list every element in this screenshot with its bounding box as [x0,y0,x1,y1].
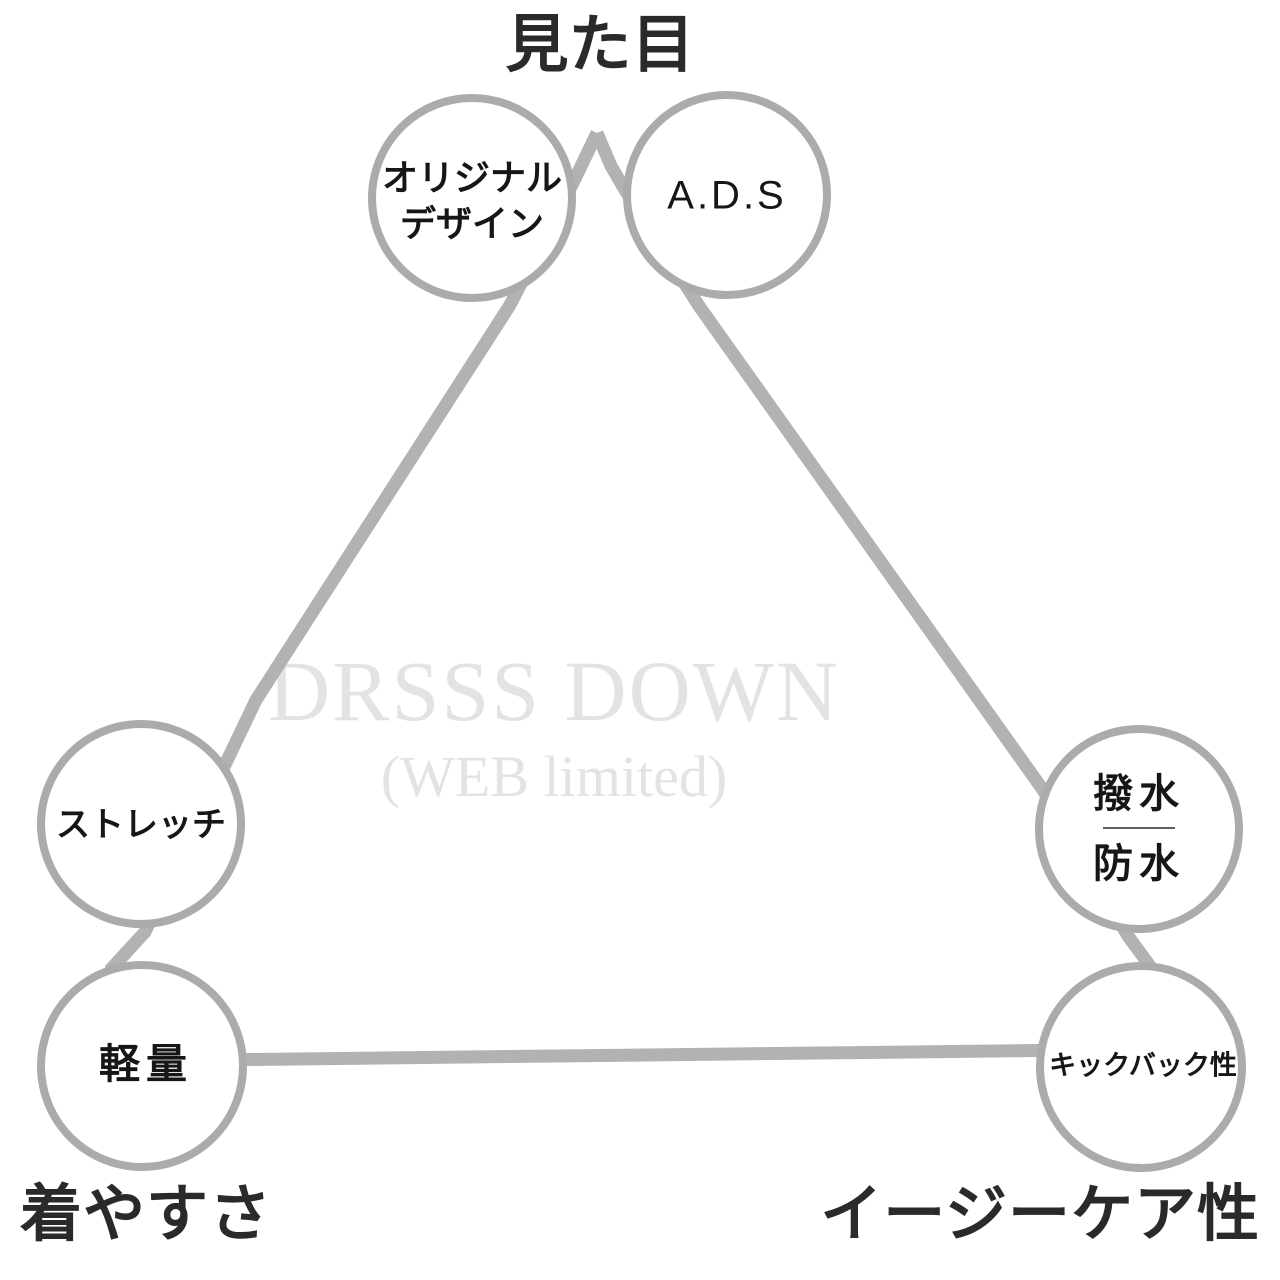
watermark: DRSSS DOWN (WEB limited) [268,648,840,806]
node-ads-circle [623,91,831,299]
water-divider-line [1103,827,1175,829]
triangle-bottom-edge [204,1043,1086,1067]
node-water-circle [1035,725,1243,933]
node-water-repellent-waterproof: 撥水 防水 [1093,774,1185,884]
node-lightweight: 軽量 [99,1040,193,1087]
node-kickback-circle [1036,962,1246,1172]
watermark-line1: DRSSS DOWN [268,643,840,739]
node-lightweight-circle [37,961,247,1171]
node-water-line1: 撥水 [1093,772,1185,816]
corner-label-easy-care: イージーケア性 [820,1180,1260,1249]
node-kickback: キックバック性 [1049,1050,1237,1081]
node-original-design-circle [368,94,576,302]
node-water-line2: 防水 [1093,842,1185,886]
node-ads: A.D.S [667,173,787,218]
node-original-design-line1: オリジナル [381,156,563,198]
node-stretch: ストレッチ [56,806,226,845]
node-stretch-circle [37,720,245,928]
node-original-design: オリジナル デザイン [382,155,562,247]
corner-label-ease-of-wear: 着やすさ [20,1180,273,1249]
triangle-right-edge [591,130,1173,1081]
corner-label-appearance: 見た目 [505,10,695,80]
node-original-design-line2: デザイン [399,203,545,244]
watermark-line2: (WEB limited) [380,744,728,809]
